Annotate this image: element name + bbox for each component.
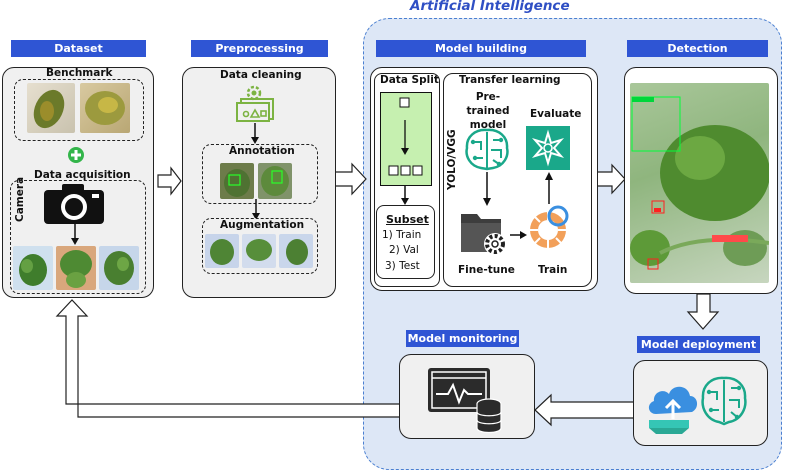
acquisition-label: Data acquisition: [34, 169, 131, 181]
pretrained-down-arrow: [483, 172, 491, 206]
cloud-upload-icon: [648, 386, 698, 434]
augmentation-image-2: [242, 234, 276, 268]
camera-icon: [44, 184, 104, 224]
acquisition-image-3: [99, 246, 139, 290]
folder-gear-icon: [461, 214, 506, 255]
train-target-icon: [530, 205, 569, 248]
data-cleaning-label: Data cleaning: [220, 69, 302, 81]
model-monitoring-header: Model monitoring: [406, 330, 519, 347]
detection-image: [630, 83, 769, 283]
subset-item-test: 3) Test: [385, 260, 420, 272]
model-deployment-header: Model deployment: [637, 336, 760, 353]
acquisition-arrow: [71, 224, 79, 245]
annotation-label: Annotation: [229, 145, 295, 157]
benchmark-image-2: [80, 83, 130, 133]
fine-tune-arrow: [510, 231, 527, 239]
yolo-vgg-label: YOLO/VGG: [446, 129, 458, 190]
gear-icon: [236, 85, 274, 122]
brain-circuit-icon: [465, 128, 509, 171]
dataset-header: Dataset: [11, 40, 146, 57]
subset-title: Subset: [386, 213, 429, 226]
cleaning-arrow: [251, 123, 259, 144]
transfer-learning-label: Transfer learning: [459, 74, 561, 86]
data-split-label: Data Split: [380, 74, 439, 86]
split-icons: [388, 97, 423, 176]
benchmark-image-1: [27, 83, 75, 133]
deployment-brain-icon: [701, 376, 747, 426]
augmentation-label: Augmentation: [220, 219, 305, 231]
camera-label: Camera: [14, 176, 26, 222]
ai-title: Artificial Intelligence: [410, 0, 570, 14]
detection-header: Detection: [627, 40, 768, 57]
evaluate-star-icon: [526, 126, 570, 170]
augmentation-image-1: [205, 234, 239, 268]
benchmark-label: Benchmark: [46, 67, 113, 79]
acquisition-image-1: [13, 246, 53, 290]
pretrained-label: Pre-trained model: [466, 91, 510, 131]
annotation-image-1: [220, 163, 254, 199]
acquisition-image-2: [56, 246, 96, 290]
model-building-header: Model building: [376, 40, 586, 57]
train-label: Train: [538, 264, 568, 276]
database-icon: [476, 398, 502, 434]
monitor-chart-icon: [428, 368, 490, 412]
annotation-arrow: [252, 199, 260, 220]
train-up-arrow: [545, 172, 553, 204]
evaluate-label: Evaluate: [530, 108, 582, 120]
subset-box: [376, 205, 435, 279]
subset-item-train: 1) Train: [382, 229, 422, 241]
augmentation-image-3: [279, 234, 313, 268]
annotation-image-2: [258, 163, 292, 199]
preprocessing-header: Preprocessing: [191, 40, 328, 57]
fine-tune-label: Fine-tune: [458, 264, 515, 276]
plus-icon: [68, 147, 84, 163]
subset-item-val: 2) Val: [389, 244, 419, 256]
split-arrow: [401, 186, 409, 205]
